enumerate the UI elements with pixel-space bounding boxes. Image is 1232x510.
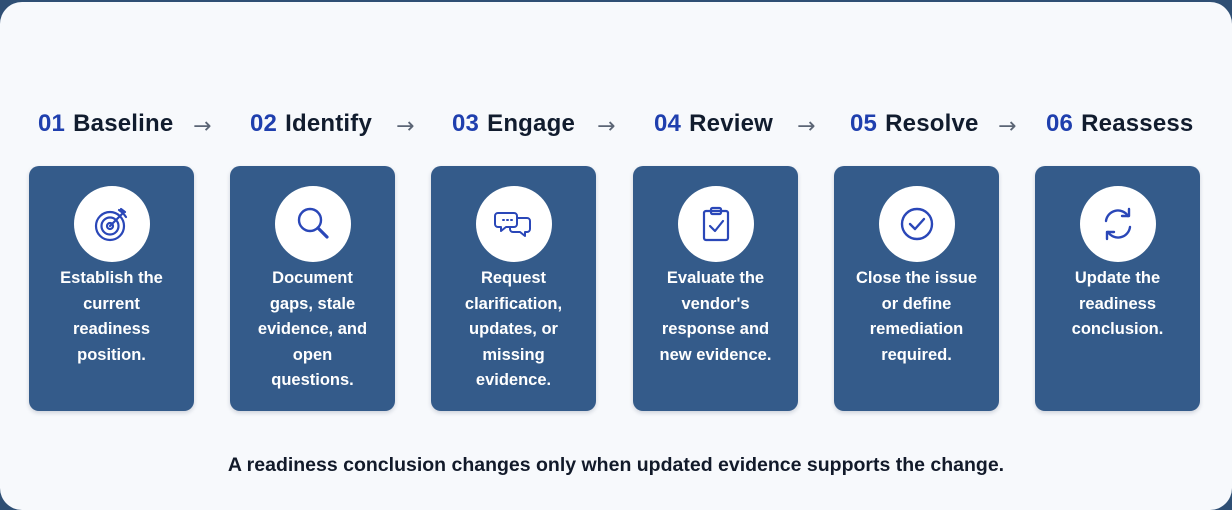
- step-4-description: Evaluate the vendor's response and new e…: [645, 266, 786, 368]
- arrow-3-4: →: [597, 114, 616, 139]
- step-5-number: 05: [850, 110, 878, 137]
- footer-note: A readiness conclusion changes only when…: [227, 454, 1005, 476]
- desc-line: Evaluate the: [666, 269, 765, 287]
- refresh-icon: [1079, 186, 1156, 262]
- step-5-card: Close the issue or define remediation re…: [834, 166, 999, 411]
- step-1-number: 01: [38, 110, 66, 137]
- step-4-number: 04: [654, 110, 682, 137]
- desc-line: Close the issue: [855, 269, 978, 287]
- desc-line: clarification,: [464, 294, 563, 313]
- desc-line: readiness: [1078, 294, 1157, 313]
- step-3-card: Request clarification, updates, or missi…: [431, 166, 596, 411]
- step-3-title: 03 Engage: [452, 110, 575, 138]
- step-2-card: Document gaps, stale evidence, and open …: [230, 166, 395, 411]
- step-6-title: 06 Reassess: [1046, 110, 1193, 138]
- desc-line: evidence.: [475, 371, 552, 389]
- clipboard-check-icon: [677, 186, 754, 262]
- desc-line: new evidence.: [659, 345, 772, 364]
- step-2-title: 02 Identify: [250, 110, 372, 138]
- check-circle-icon: [878, 186, 955, 262]
- step-6-label: Reassess: [1081, 110, 1194, 137]
- step-3-number: 03: [452, 110, 480, 137]
- arrow-4-5: →: [797, 114, 816, 139]
- desc-line: or define: [881, 294, 952, 313]
- step-1-card: Establish the current readiness position…: [29, 166, 194, 411]
- desc-line: conclusion.: [1071, 320, 1164, 338]
- desc-line: readiness: [72, 320, 151, 338]
- desc-line: position.: [77, 345, 146, 364]
- desc-line: required.: [881, 345, 952, 364]
- desc-line: questions.: [271, 371, 354, 389]
- desc-line: updates, or: [469, 320, 558, 338]
- step-5-description: Close the issue or define remediation re…: [846, 266, 987, 368]
- desc-line: open: [292, 345, 333, 364]
- desc-line: Request: [480, 269, 547, 287]
- arrow-5-6: →: [998, 114, 1017, 139]
- chat-bubbles-icon: [475, 186, 552, 262]
- desc-line: vendor's: [681, 294, 750, 313]
- desc-line: gaps, stale: [269, 294, 356, 313]
- arrow-1-2: →: [193, 114, 212, 139]
- step-5-title: 05 Resolve: [850, 110, 979, 138]
- step-1-title: 01 Baseline: [38, 110, 173, 138]
- step-1-label: Baseline: [73, 110, 174, 137]
- magnifier-icon: [274, 186, 351, 262]
- step-6-number: 06: [1046, 110, 1074, 137]
- step-4-card: Evaluate the vendor's response and new e…: [633, 166, 798, 411]
- desc-line: missing: [482, 345, 545, 364]
- step-6-card: Update the readiness conclusion.: [1035, 166, 1200, 411]
- step-3-label: Engage: [487, 110, 575, 137]
- desc-line: Update the: [1074, 269, 1161, 287]
- step-6-description: Update the readiness conclusion.: [1047, 266, 1188, 343]
- arrow-2-3: →: [396, 114, 415, 139]
- target-icon: [73, 186, 150, 262]
- step-5-label: Resolve: [885, 110, 979, 137]
- desc-line: Document: [272, 269, 353, 287]
- step-2-description: Document gaps, stale evidence, and open …: [242, 266, 383, 394]
- step-4-title: 04 Review: [654, 110, 773, 138]
- desc-line: Establish the: [60, 269, 163, 287]
- step-2-number: 02: [250, 110, 278, 137]
- desc-line: evidence, and: [257, 320, 368, 338]
- desc-line: response and: [661, 320, 770, 338]
- desc-line: current: [83, 294, 140, 313]
- step-1-description: Establish the current readiness position…: [41, 266, 182, 368]
- desc-line: remediation: [869, 320, 964, 338]
- step-2-label: Identify: [285, 110, 373, 137]
- step-3-description: Request clarification, updates, or missi…: [443, 266, 584, 394]
- step-4-label: Review: [689, 110, 774, 137]
